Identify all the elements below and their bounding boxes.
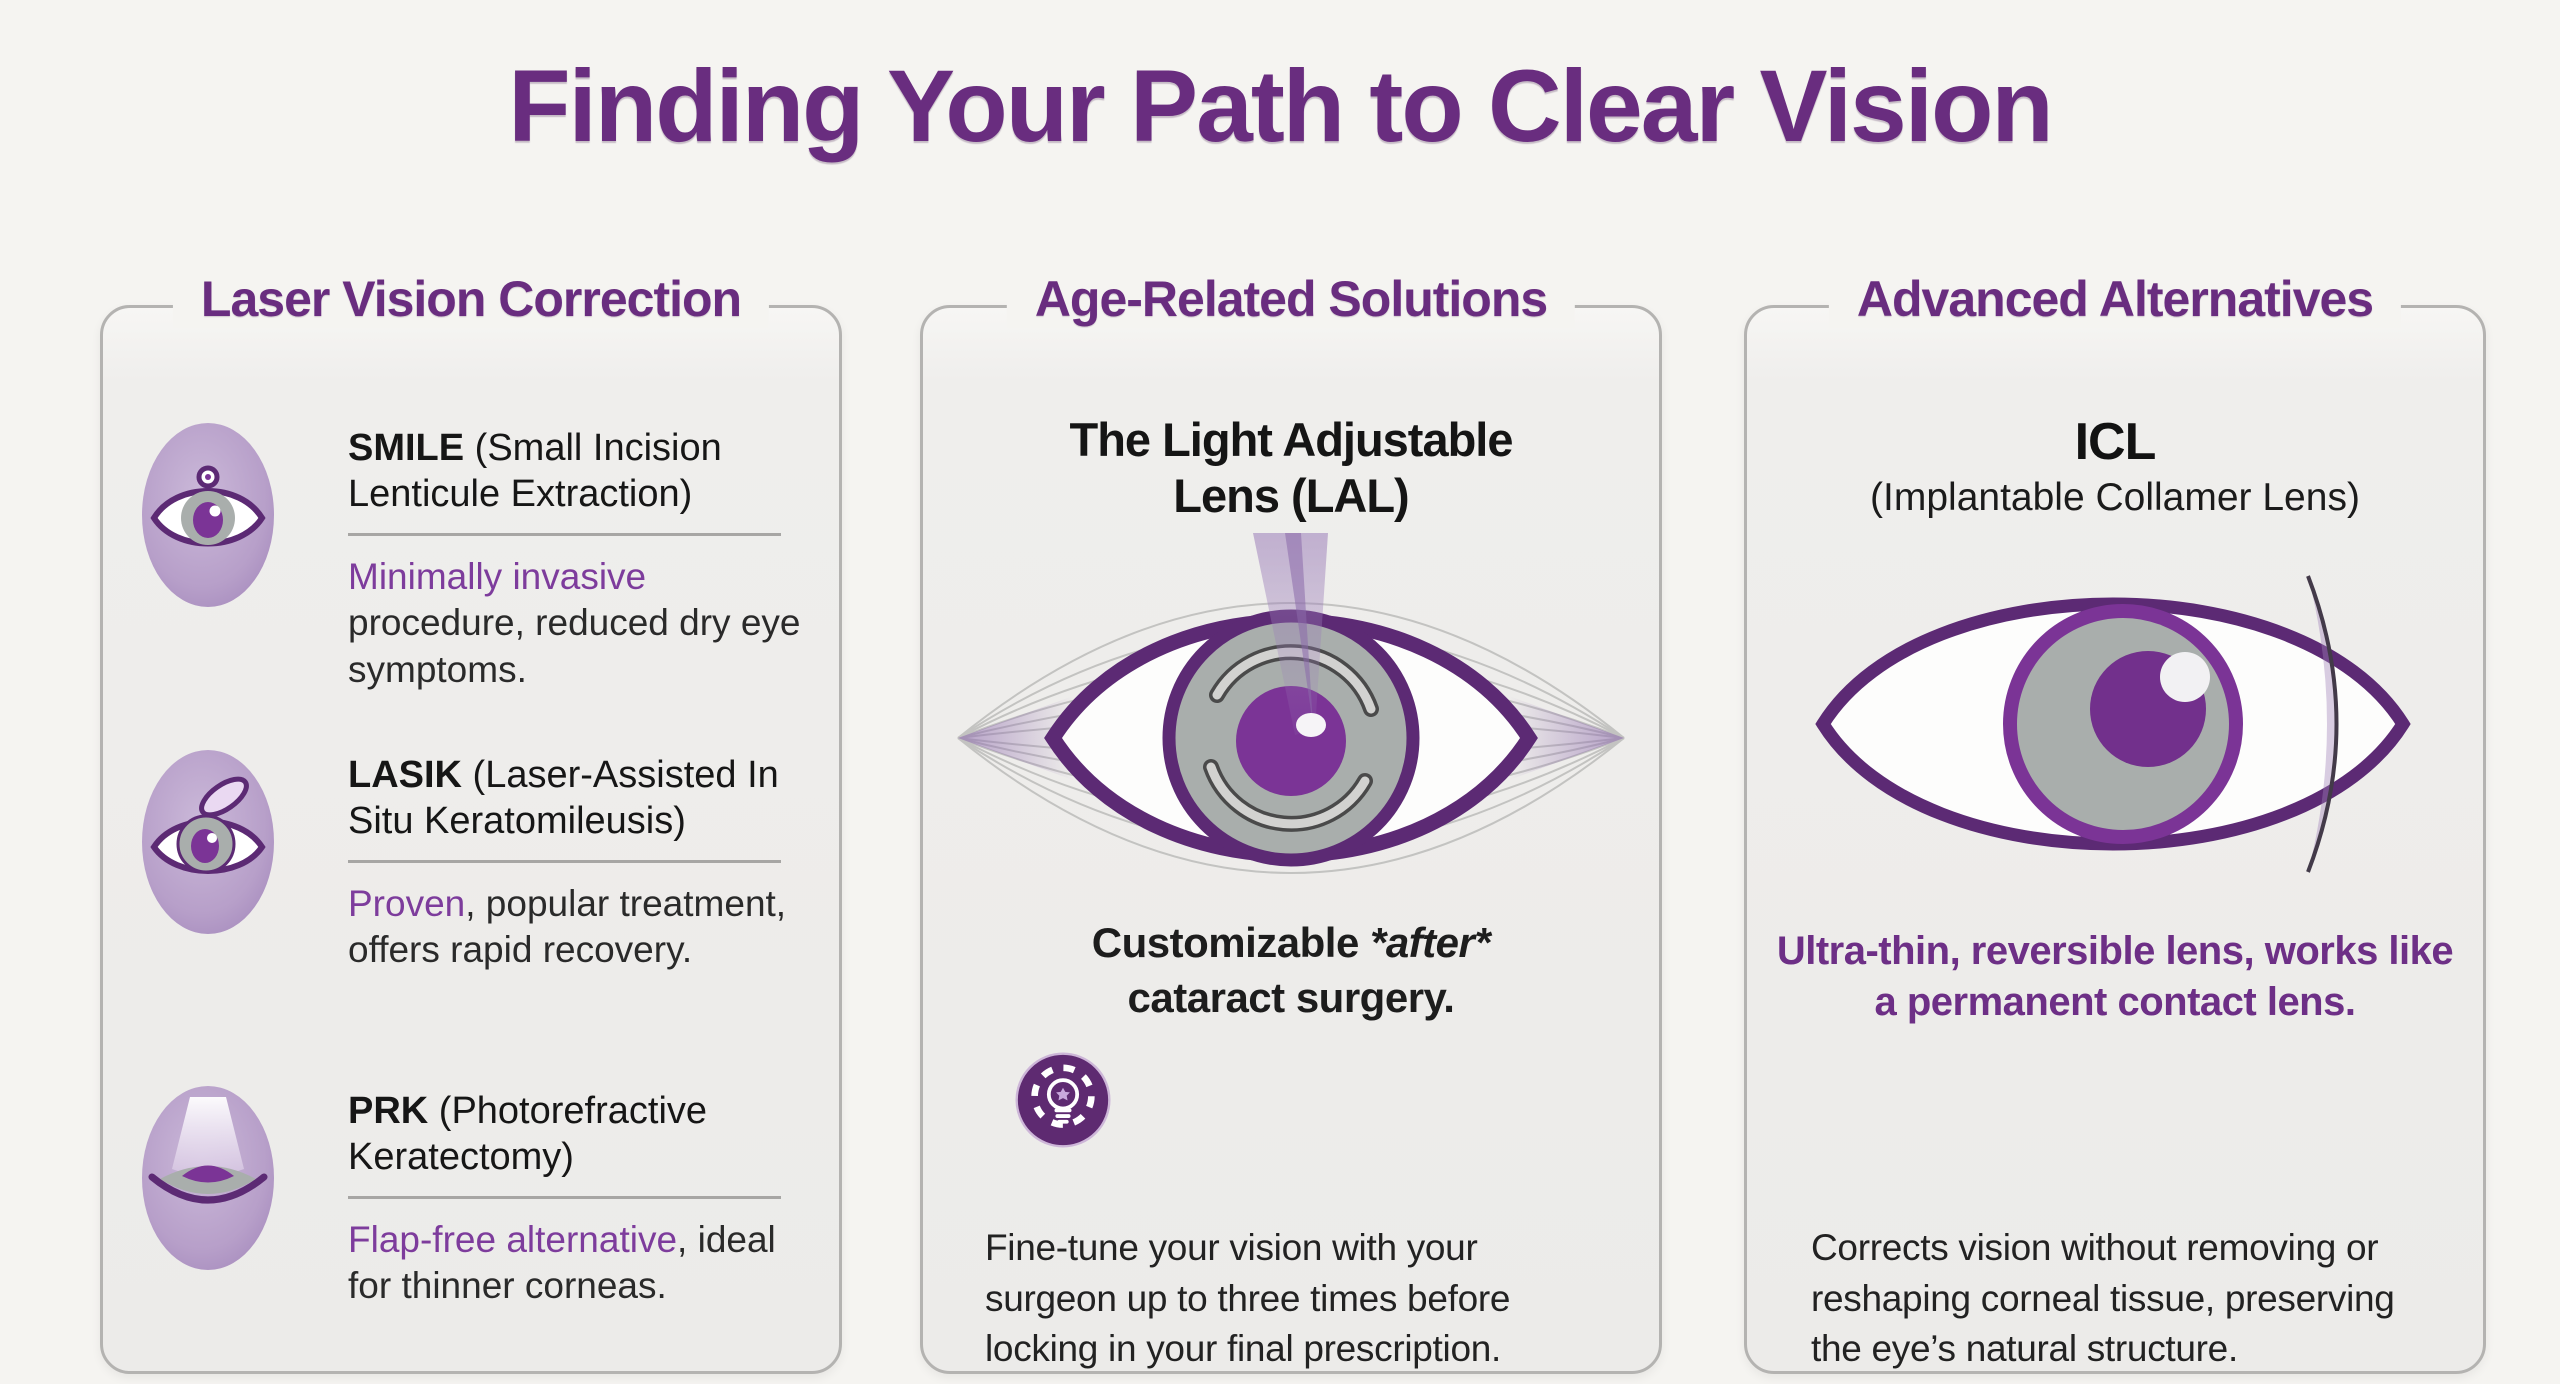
treatment-name: SMILE (Small Incision Lenticule Extracti…	[348, 427, 722, 515]
card-header-laser: Laser Vision Correction	[172, 270, 770, 328]
treatment-text-lasik: LASIK (Laser-Assisted In Situ Keratomile…	[348, 753, 809, 974]
lal-paragraph: Fine-tune your vision with your surgeon …	[985, 1227, 1511, 1370]
icl-highlight: Ultra-thin, reversible lens, works like …	[1776, 929, 2454, 1025]
card-advanced-alternatives: Advanced Alternatives ICL (Implantable C…	[1744, 270, 2486, 1374]
treatment-row-lasik: LASIK (Laser-Assisted In Situ Keratomile…	[138, 750, 809, 974]
divider	[348, 533, 782, 537]
icl-paragraph: Corrects vision without removing or resh…	[1811, 1227, 2395, 1370]
treatment-desc: Minimally invasive procedure, reduced dr…	[348, 556, 801, 690]
light-adjustable-lens-eye-icon	[957, 533, 1625, 874]
treatment-row-prk: PRK (Photorefractive Keratectomy) Flap-f…	[138, 1086, 809, 1310]
page-title: Finding Your Path to Clear Vision	[508, 49, 2054, 163]
card-header-age: Age-Related Solutions	[1006, 270, 1576, 328]
card-header-advanced: Advanced Alternatives	[1828, 270, 2402, 328]
treatment-desc: Flap-free alternative, ideal for thinner…	[348, 1219, 776, 1307]
treatment-text-prk: PRK (Photorefractive Keratectomy) Flap-f…	[348, 1089, 809, 1310]
icl-title: ICL	[2074, 413, 2157, 471]
divider	[348, 1196, 782, 1200]
prk-laser-eye-icon	[142, 1086, 274, 1270]
lasik-flap-eye-icon	[142, 750, 274, 934]
treatment-desc: Proven, popular treatment, offers rapid …	[348, 883, 787, 971]
icl-subtitle: (Implantable Collamer Lens)	[1870, 476, 2360, 519]
lal-title: The Light Adjustable Lens (LAL)	[1069, 413, 1513, 523]
smile-eye-icon	[142, 423, 274, 607]
treatment-name: LASIK (Laser-Assisted In Situ Keratomile…	[348, 754, 779, 842]
lal-caption: Customizable *after* cataract surgery.	[1091, 919, 1491, 1021]
treatment-name: PRK (Photorefractive Keratectomy)	[348, 1090, 708, 1178]
lightbulb-gear-icon	[1015, 1052, 1111, 1148]
icl-implant-eye-icon	[1815, 575, 2411, 873]
treatment-text-smile: SMILE (Small Incision Lenticule Extracti…	[348, 426, 809, 693]
treatment-row-smile: SMILE (Small Incision Lenticule Extracti…	[138, 423, 809, 693]
icl-lens	[2306, 575, 2339, 873]
card-laser-vision-correction: Laser Vision Correction SMILE (Small Inc…	[100, 270, 842, 1374]
card-age-related-solutions: Age-Related Solutions The Light Adjustab…	[920, 270, 1662, 1374]
divider	[348, 860, 782, 864]
